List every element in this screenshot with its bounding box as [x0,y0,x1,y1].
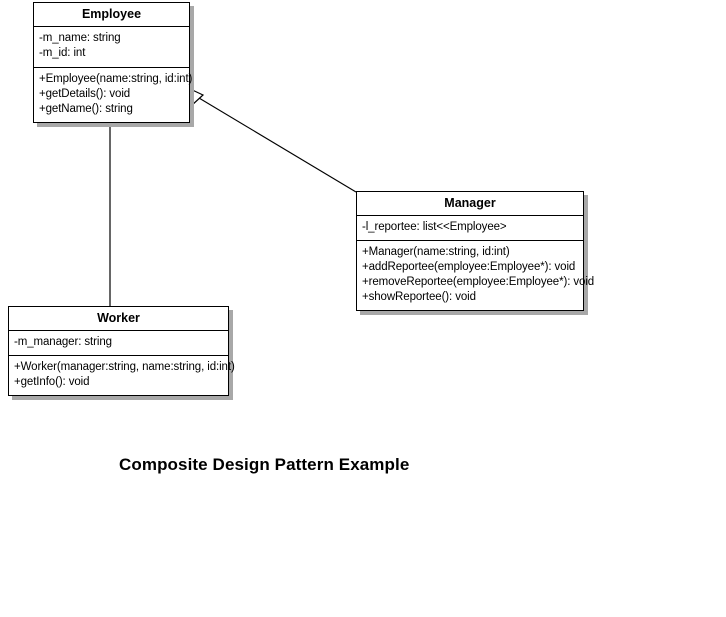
generalization-manager-to-employee [187,86,357,193]
uml-class-employee[interactable]: Employee -m_name: string -m_id: int +Emp… [33,2,193,123]
method-row: +getName(): string [39,103,133,115]
attributes-compartment-employee: -m_name: string -m_id: int [34,27,189,68]
method-row: +getInfo(): void [14,376,90,388]
attribute-row: -m_id: int [39,47,86,59]
method-row: +removeReportee(employee:Employee*): voi… [362,276,595,288]
attributes-compartment-manager: -l_reportee: list<<Employee> [357,216,583,241]
generalization-line-manager [198,97,357,193]
method-row: +Manager(name:string, id:int) [362,246,510,258]
methods-compartment-manager: +Manager(name:string, id:int) +addReport… [357,241,595,310]
method-row: +showReportee(): void [362,291,476,303]
class-name-worker: Worker [9,307,228,331]
attribute-row: -m_name: string [39,32,121,44]
methods-compartment-employee: +Employee(name:string, id:int) +getDetai… [34,68,193,122]
method-row: +getDetails(): void [39,88,131,100]
method-row: +Employee(name:string, id:int) [39,73,193,85]
method-row: +addReportee(employee:Employee*): void [362,261,576,273]
attribute-row: -m_manager: string [14,336,112,348]
hollow-triangle-arrowhead-manager [187,86,205,108]
uml-class-manager[interactable]: Manager -l_reportee: list<<Employee> +Ma… [356,191,595,311]
generalization-worker-to-employee [99,99,121,306]
attributes-compartment-worker: -m_manager: string [9,331,228,356]
methods-compartment-worker: +Worker(manager:string, name:string, id:… [9,356,235,395]
class-name-employee: Employee [34,3,189,27]
diagram-caption: Composite Design Pattern Example [119,455,410,474]
uml-class-worker[interactable]: Worker -m_manager: string +Worker(manage… [8,306,235,396]
method-row: +Worker(manager:string, name:string, id:… [14,361,235,373]
class-name-manager: Manager [357,192,583,216]
attribute-row: -l_reportee: list<<Employee> [362,221,507,233]
